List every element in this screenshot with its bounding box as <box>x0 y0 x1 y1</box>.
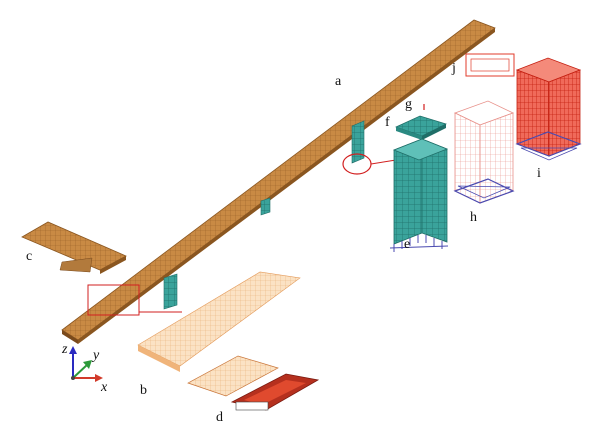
label-c: c <box>26 249 32 264</box>
reinforcement-detail-d <box>187 355 320 411</box>
label-h: h <box>470 210 477 225</box>
axis-label-z: z <box>61 342 68 357</box>
axis-label-x: x <box>100 380 108 395</box>
axis-triad <box>69 346 103 382</box>
label-a: a <box>335 74 342 89</box>
axis-y-arrow <box>83 360 92 369</box>
approach-deck-c <box>21 221 127 274</box>
bridge-deck-a <box>61 19 496 344</box>
rebar-cage-h <box>453 100 515 204</box>
label-d: d <box>216 410 223 425</box>
pier-cap-f <box>395 115 447 140</box>
axis-y-line <box>72 363 89 379</box>
label-g: g <box>405 97 412 112</box>
label-b: b <box>140 383 147 398</box>
callout-box-detail-b <box>87 284 182 316</box>
label-f: f <box>385 115 390 130</box>
label-e: e <box>404 237 410 252</box>
label-i: i <box>537 166 541 181</box>
pier-body-e <box>392 138 449 245</box>
label-j: j <box>451 61 456 76</box>
deck-rebar-detail-b <box>137 271 301 372</box>
cross-section-j <box>465 53 515 77</box>
rebar-cage-i <box>515 57 582 161</box>
callout-circle-pier-e <box>342 153 397 175</box>
axis-label-y: y <box>91 348 100 363</box>
bridge-piers <box>163 120 365 310</box>
pier-supports-e <box>389 235 449 252</box>
axis-x-arrow <box>95 374 103 382</box>
axis-z-arrow <box>69 346 77 354</box>
